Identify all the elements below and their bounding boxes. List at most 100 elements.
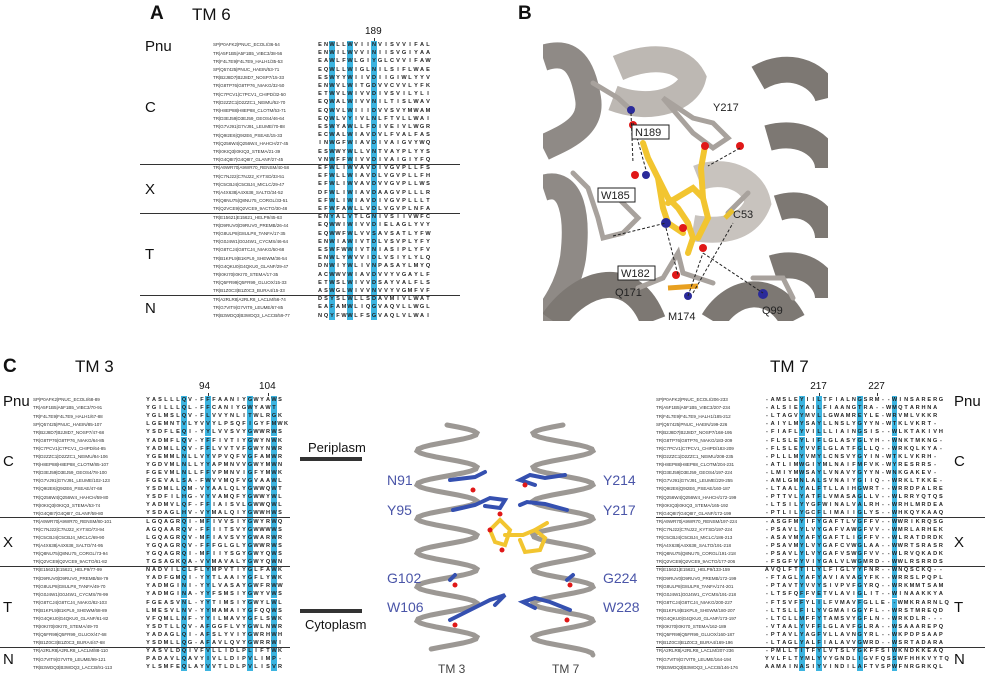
residue: A [933, 445, 938, 452]
residue: T [921, 583, 926, 590]
residue: V [384, 288, 388, 294]
residue: I [397, 255, 399, 262]
residue: - [881, 534, 884, 541]
residue: Y [891, 460, 898, 469]
residue: W [891, 647, 898, 656]
residue: W [897, 542, 903, 549]
residue: Y [260, 599, 264, 606]
residue: A [828, 559, 833, 565]
residue: Q [157, 615, 163, 622]
residue: K [898, 421, 903, 428]
residue: W [271, 574, 277, 583]
residue: Y [414, 156, 418, 163]
residue: T [164, 623, 168, 630]
residue: I [812, 461, 815, 468]
sequence-id: TR|B3WDQ3|B3WDQ3_LACCB/59-77 [213, 312, 290, 318]
residue: N [181, 582, 187, 591]
residue: L [776, 453, 781, 460]
residue: G [247, 533, 253, 542]
residue: - [881, 421, 884, 428]
residue: W [253, 413, 259, 420]
residue: R [933, 486, 938, 493]
residue: G [856, 630, 863, 639]
residue: Y [816, 420, 822, 429]
residue: Y [798, 436, 805, 445]
residue: S [158, 397, 162, 403]
residue: - [195, 550, 197, 557]
residue: Y [390, 288, 394, 294]
residue: A [938, 591, 943, 598]
residue: L [354, 230, 358, 237]
residue: S [805, 469, 810, 476]
residue: T [823, 615, 827, 622]
residue: C [782, 615, 787, 622]
residue: L [811, 607, 815, 614]
residue: D [909, 631, 914, 638]
residue: V [384, 296, 388, 303]
residue: N [277, 559, 283, 565]
residue: W [329, 188, 335, 197]
residue: I [189, 648, 191, 655]
residue: L [170, 429, 174, 436]
residue: R [277, 445, 283, 452]
sequence-id: TR|G7VJ91|G7VJ91_LEUME/229-255 [656, 478, 733, 484]
residue: F [420, 156, 424, 163]
residue: I [789, 461, 791, 468]
residue: L [408, 312, 412, 319]
residue: L [390, 222, 394, 229]
sequence-id: TR|F4L7E9|F4L7E9_HALH1/67-88 [33, 413, 103, 419]
residue: W [347, 90, 353, 99]
residue: - [765, 413, 768, 420]
residue: W [277, 421, 283, 428]
residue: V [336, 107, 340, 114]
residue: N [265, 623, 271, 630]
residue: F [402, 66, 406, 73]
residue: - [765, 583, 768, 590]
residue: I [835, 429, 838, 436]
residue: V [360, 230, 364, 237]
residue: L [384, 132, 388, 139]
residue: W [253, 486, 259, 493]
residue: R [904, 486, 909, 493]
residue: V [384, 124, 388, 130]
residue: K [915, 453, 920, 460]
residue: L [366, 66, 370, 73]
residue: G [247, 614, 253, 623]
residue: K [915, 518, 920, 525]
residue: V [224, 559, 228, 565]
residue: L [360, 148, 364, 155]
residue: Y [200, 575, 204, 582]
residue: N [875, 421, 880, 428]
helix-ribbon [690, 161, 772, 243]
residue: F [146, 469, 150, 476]
panel-c-letter: C [3, 356, 17, 377]
residue: D [371, 90, 377, 99]
residue: A [927, 550, 932, 557]
residue: L [236, 413, 240, 420]
residue: M [223, 469, 229, 476]
residue: A [933, 510, 938, 517]
residue: Q [323, 115, 329, 122]
residue: W [897, 656, 903, 663]
residue: R [909, 559, 914, 565]
residue: E [158, 607, 162, 614]
residue: L [805, 550, 810, 557]
residue: A [229, 607, 235, 614]
residue: L [420, 197, 424, 204]
sequence-id: TR|Q256W4|Q256W4_HAHCH/172-199 [656, 494, 737, 500]
residue: V [205, 663, 211, 672]
residue: F [212, 542, 216, 549]
residue: V [898, 413, 903, 420]
residue: V [396, 181, 400, 188]
sequence-id: TR|G8TP76|G8TP76_NIAKG/32-50 [213, 83, 285, 89]
residue: I [355, 247, 357, 253]
residue: S [846, 494, 850, 501]
residue: Y [242, 575, 246, 582]
residue: A [764, 664, 769, 671]
residue: A [223, 575, 229, 582]
residue: V [224, 518, 228, 525]
residue: W [271, 639, 277, 648]
residue: A [359, 165, 365, 171]
residue: L [875, 631, 879, 638]
residue: Y [254, 405, 258, 412]
